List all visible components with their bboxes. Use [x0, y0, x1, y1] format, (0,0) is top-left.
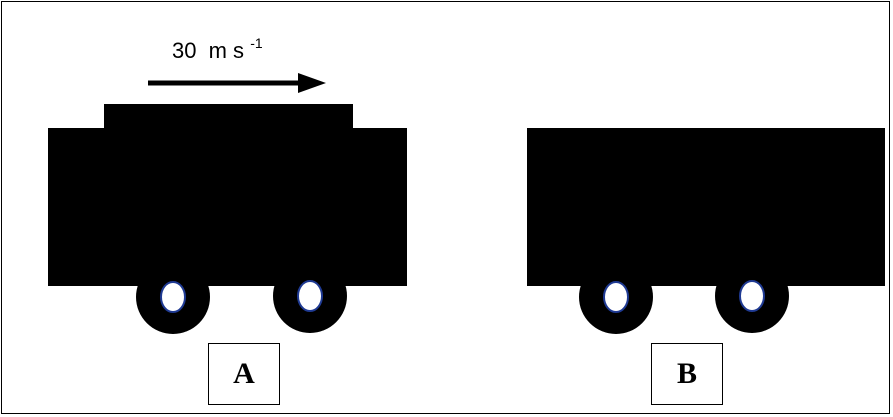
cart-b-wheel-right	[715, 259, 789, 333]
velocity-unit: m s	[209, 38, 244, 63]
cart-a-label: A	[208, 343, 280, 405]
velocity-arrow	[148, 73, 326, 93]
velocity-exponent: -1	[250, 35, 263, 51]
cart-a-wheel-right	[273, 259, 347, 333]
velocity-value: 30	[172, 38, 196, 63]
cart-b	[527, 128, 885, 334]
cart-a	[48, 104, 407, 334]
cart-b-label: B	[651, 343, 723, 405]
cart-a-wheel-left	[136, 260, 210, 334]
velocity-label: 30 m s -1	[172, 35, 263, 63]
cart-a-label-text: A	[233, 357, 255, 390]
cart-a-body	[48, 128, 407, 286]
cart-b-body	[527, 128, 885, 286]
cart-a-top-block	[104, 104, 353, 130]
cart-b-label-text: B	[676, 357, 697, 390]
cart-b-wheel-left	[579, 260, 653, 334]
